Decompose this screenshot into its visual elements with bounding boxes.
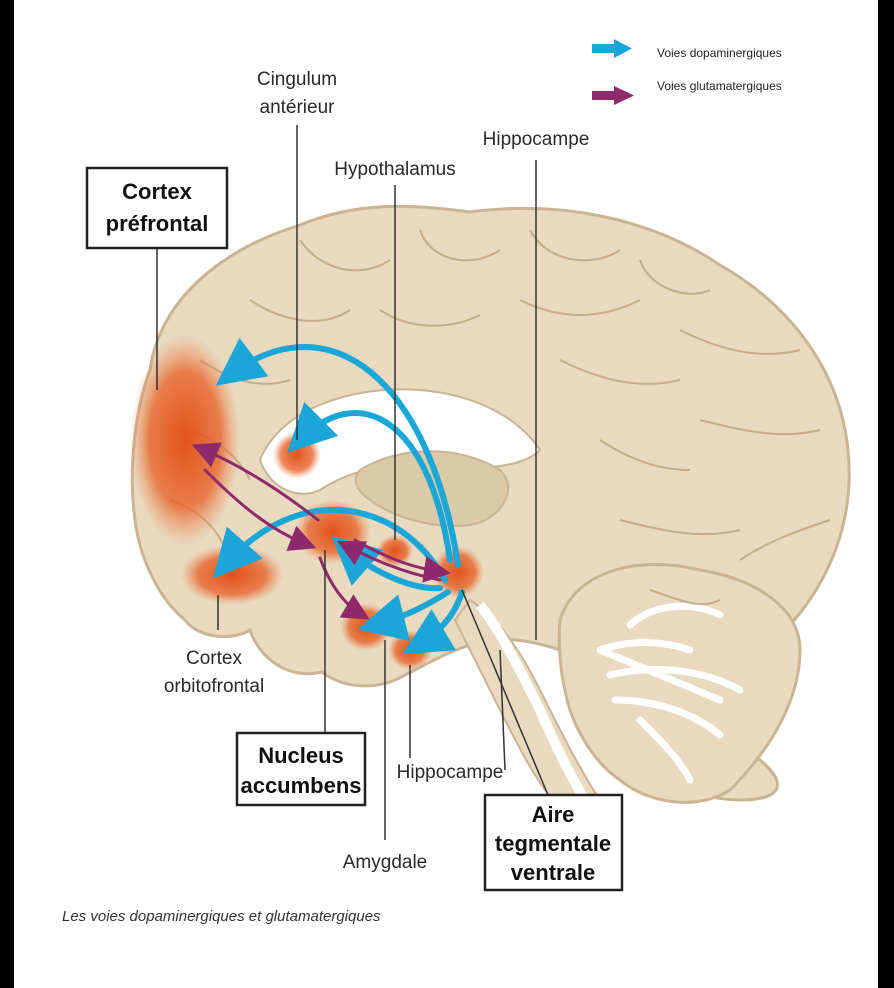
legend-glutamate-label: Voies glutamatergiques [657,79,782,93]
label-atv-3: ventrale [511,860,595,885]
label-cortex-orbito-1: Cortex [186,648,242,669]
legend-dopamine-label: Voies dopaminergiques [657,46,782,60]
label-hypothalamus: Hypothalamus [334,159,455,180]
label-nucleus-2: accumbens [240,773,361,798]
label-amygdale: Amygdale [343,852,428,873]
label-cingulum-1: Cingulum [257,69,337,90]
label-cortex-orbito-2: orbitofrontal [164,676,264,697]
legend-dopamine-icon [592,39,632,58]
legend-glutamate-icon [592,86,634,105]
figure-caption: Les voies dopaminergiques et glutamaterg… [62,908,381,925]
label-hippocampe-top: Hippocampe [483,129,590,150]
label-hippocampe-bottom: Hippocampe [397,762,504,783]
region-cortex-prefrontal [130,335,240,545]
label-cortex-prefrontal-2: préfrontal [106,211,209,236]
region-hippocampe [388,630,432,670]
label-cingulum-2: antérieur [260,97,336,118]
label-cortex-prefrontal-1: Cortex [122,179,192,204]
label-atv-1: Aire [532,802,575,827]
label-nucleus-1: Nucleus [258,743,344,768]
legend: Voies dopaminergiques Voies glutamatergi… [592,39,782,105]
region-amygdale [340,603,392,651]
brain-silhouette [132,206,849,823]
label-atv-2: tegmentale [495,831,611,856]
